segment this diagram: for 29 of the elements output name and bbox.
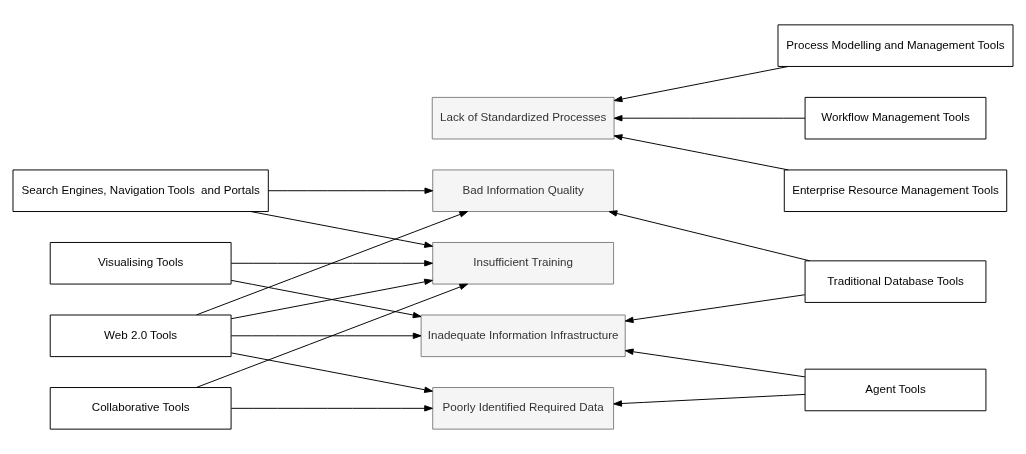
arrow: [230, 332, 422, 339]
node-box: Bad Information Quality: [432, 169, 615, 212]
arrow: [613, 134, 789, 171]
node-box: Search Engines, Navigation Tools and Portals: [12, 169, 269, 212]
arrow: [624, 294, 806, 324]
node-box: Insufficient Training: [432, 242, 615, 285]
node-box: Visualising Tools: [49, 242, 232, 285]
node-box: Inadequate Information Infrastructure: [420, 314, 626, 358]
arrow: [613, 66, 789, 103]
arrow: [613, 115, 806, 122]
node-box: Process Modelling and Management Tools: [777, 24, 1014, 67]
arrow: [608, 210, 811, 262]
arrow: [267, 187, 434, 194]
node-box: Poorly Identified Required Data: [432, 387, 615, 430]
arrow: [230, 260, 433, 267]
node-box: Workflow Management Tools: [804, 96, 987, 140]
node-box: Enterprise Resource Management Tools: [783, 169, 1008, 212]
arrow: [196, 211, 469, 316]
arrow: [250, 211, 433, 248]
arrow: [230, 352, 433, 393]
node-box: Traditional Database Tools: [804, 260, 987, 303]
node-box: Agent Tools: [804, 368, 987, 412]
arrow: [196, 283, 469, 388]
node-box: Lack of Standardized Processes: [431, 96, 615, 140]
arrow: [613, 393, 806, 407]
node-box: Web 2.0 Tools: [49, 314, 232, 358]
arrow: [624, 348, 806, 378]
arrow: [230, 405, 433, 412]
node-box: Collaborative Tools: [49, 387, 232, 430]
